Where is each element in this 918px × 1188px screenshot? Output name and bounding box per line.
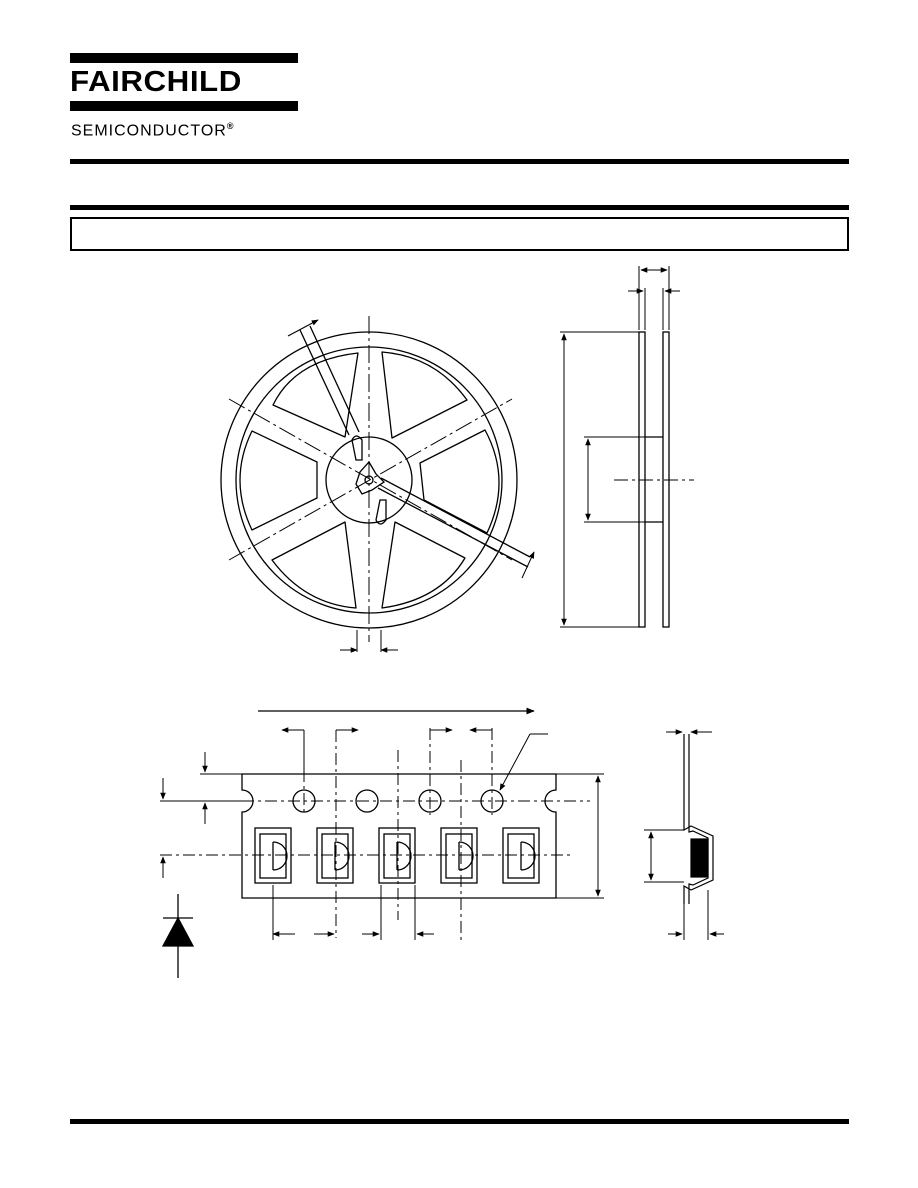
reel-centerline-diag-2	[228, 398, 513, 561]
tape-section-inner	[688, 734, 709, 904]
tape-side-dimensions	[644, 729, 724, 940]
logo-top-bar	[70, 53, 298, 63]
reel-centerlines	[228, 316, 513, 642]
reel-side-dimensions	[560, 266, 694, 628]
tape-leader-b	[309, 325, 360, 433]
tape-outline	[241, 773, 557, 899]
registered-mark: ®	[226, 121, 235, 131]
diode-triangle	[161, 916, 195, 947]
reel-window-5	[271, 521, 357, 609]
reel-window-2	[381, 351, 468, 439]
tape-leader-a	[299, 329, 350, 436]
dim-arrow-leader-right	[521, 551, 535, 579]
footer-rule	[70, 1119, 849, 1124]
header-rule-top	[70, 159, 849, 164]
reel-window-6	[239, 430, 318, 531]
reel-dimensions	[287, 319, 535, 653]
reel-window-1	[272, 352, 359, 438]
carrier-tape-top-view	[241, 773, 557, 899]
logo-brand-text: FAIRCHILD	[70, 66, 242, 98]
hole-leader-arrow	[499, 733, 531, 791]
tape-leader-c	[377, 487, 529, 568]
tape-section-outer	[683, 734, 714, 904]
logo-tagline-text: SEMICONDUCTOR	[71, 122, 227, 140]
tape-centerlines	[160, 728, 590, 940]
hub-slot-top	[351, 435, 363, 461]
carrier-tape-side-view	[683, 734, 714, 904]
tape-dimensions	[160, 707, 604, 940]
logo-bottom-bar	[70, 101, 298, 111]
arbor-hole	[355, 460, 386, 495]
sprocket-hole-2	[355, 789, 379, 813]
diode-symbol	[161, 894, 195, 978]
component-in-pocket	[690, 838, 709, 878]
section-title-box	[70, 217, 849, 251]
dim-arrow-leader-top	[287, 319, 319, 337]
reel-window-3	[419, 429, 500, 534]
header-rule-bottom	[70, 205, 849, 210]
fairchild-logo: FAIRCHILD SEMICONDUCTOR®	[70, 53, 310, 139]
logo-tagline: SEMICONDUCTOR®	[71, 117, 234, 140]
hub-slot-bottom	[375, 499, 387, 525]
reel-window-4	[381, 521, 466, 609]
tape-leader-d	[380, 477, 531, 558]
